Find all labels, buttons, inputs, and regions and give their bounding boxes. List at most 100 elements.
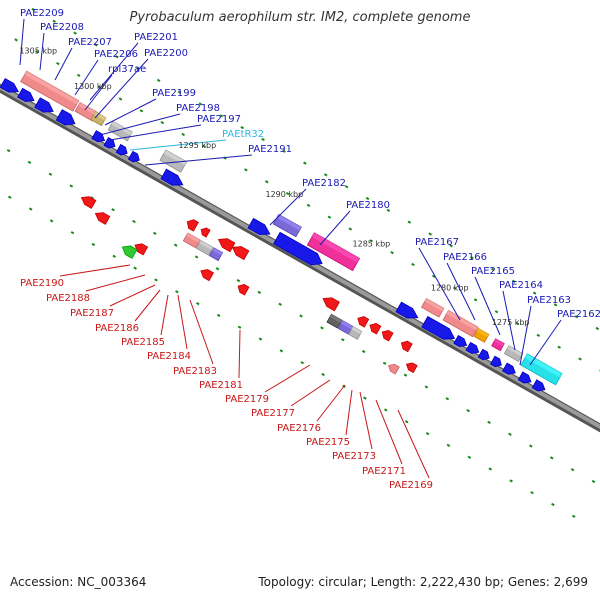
tick-mark <box>264 180 269 184</box>
tick-mark <box>449 244 453 248</box>
top-gene-label: PAE2164 <box>499 280 543 291</box>
tick-mark <box>574 315 579 319</box>
bottom-leader-line <box>134 289 161 322</box>
tick-mark <box>470 256 474 260</box>
top-gene-block <box>90 111 107 127</box>
top-gene-arrow <box>55 109 76 126</box>
top-gene-block <box>503 345 524 362</box>
gene-block-highlight <box>186 232 200 243</box>
tick-mark <box>215 267 220 271</box>
bottom-gene-arrow <box>357 316 370 328</box>
gene-block <box>326 313 343 329</box>
bottom-gene-label: PAE2188 <box>46 293 90 304</box>
tick-mark <box>428 232 432 236</box>
tick-mark <box>52 19 57 23</box>
tick-mark <box>133 266 137 270</box>
gene-block <box>90 111 107 127</box>
bottom-gene-label: PAE2183 <box>173 366 217 377</box>
tick-mark <box>14 38 18 42</box>
gene-arrow <box>34 97 54 113</box>
tick-mark <box>549 456 554 460</box>
tick-mark <box>452 286 457 290</box>
off-track-gene <box>121 245 138 259</box>
tick-mark <box>553 303 558 307</box>
gene-block <box>491 338 505 352</box>
bottom-leader-line <box>177 294 188 350</box>
top-gene-block <box>520 353 563 386</box>
bottom-leader-line <box>238 329 241 379</box>
genome-summary-text: Topology: circular; Length: 2,222,430 bp… <box>258 575 588 589</box>
bottom-gene-block <box>348 326 363 340</box>
tick-mark <box>94 43 98 47</box>
off-track-gene <box>94 212 111 225</box>
off-track-gene <box>200 269 215 282</box>
gene-block-highlight <box>446 310 479 331</box>
top-leader-line <box>39 32 45 71</box>
gene-arrow <box>134 243 149 256</box>
gene-block-highlight <box>199 240 214 251</box>
tick-mark <box>240 126 244 130</box>
tick-mark <box>536 333 541 337</box>
tick-mark <box>112 254 117 258</box>
tick-mark <box>69 184 74 188</box>
gene-arrow <box>115 143 128 156</box>
tick-mark <box>466 408 470 413</box>
gene-block-highlight <box>111 121 133 136</box>
top-gene-label: rpl37ae <box>108 64 146 75</box>
gene-block-highlight <box>525 353 563 378</box>
tick-mark <box>508 432 512 436</box>
top-gene-arrow <box>0 77 20 93</box>
tick-mark <box>279 349 284 353</box>
tick-mark <box>595 326 600 331</box>
off-track-gene <box>388 363 400 375</box>
gene-arrow <box>217 238 236 253</box>
top-leader-line <box>84 74 113 111</box>
off-track-gene <box>237 284 250 296</box>
tick-mark <box>511 279 516 283</box>
top-gene-label: PAE2201 <box>134 32 178 43</box>
kbp-label: 1305 kbp <box>19 46 57 55</box>
tick-mark <box>390 251 394 255</box>
tick-mark <box>219 114 224 118</box>
tick-mark <box>404 420 409 424</box>
top-gene-arrow <box>502 362 516 375</box>
top-gene-arrow <box>34 97 54 113</box>
off-track-gene <box>405 362 418 374</box>
gene-arrow <box>357 316 370 328</box>
tick-mark <box>403 373 408 377</box>
top-leader-line <box>19 18 25 66</box>
top-gene-label: PAE2167 <box>415 237 459 248</box>
bottom-leader-line <box>85 274 146 292</box>
tick-mark <box>321 372 325 377</box>
bottom-leader-line <box>345 389 353 436</box>
tick-mark <box>91 242 96 247</box>
bottom-gene-label: PAE2176 <box>277 423 321 434</box>
bottom-gene-label: PAE2185 <box>121 337 165 348</box>
tick-mark <box>341 338 345 342</box>
label-leaders <box>19 18 562 479</box>
top-gene-arrow <box>477 348 490 361</box>
gene-arrow <box>55 109 76 126</box>
top-leader-line <box>74 59 99 96</box>
tick-mark <box>467 455 472 459</box>
tick-mark <box>407 220 412 224</box>
top-gene-arrow <box>421 315 456 340</box>
tick-mark <box>320 326 324 330</box>
tick-mark <box>258 337 263 341</box>
tick-mark <box>244 168 248 172</box>
gene-arrow <box>369 323 382 335</box>
kbp-label: 1285 kbp <box>353 239 391 248</box>
tick-mark <box>6 148 11 153</box>
gene-arrow <box>91 130 106 143</box>
bottom-gene-label: PAE2181 <box>199 380 243 391</box>
tick-mark <box>445 397 450 401</box>
tick-mark <box>285 191 290 196</box>
tick-mark <box>446 443 451 448</box>
tick-mark <box>8 195 12 199</box>
accession-text: Accession: NC_003364 <box>10 575 147 589</box>
bottom-gene-arrow <box>231 246 250 261</box>
tick-mark <box>115 55 119 59</box>
top-leader-line <box>418 247 461 321</box>
bottom-gene-label: PAE2169 <box>389 480 433 491</box>
